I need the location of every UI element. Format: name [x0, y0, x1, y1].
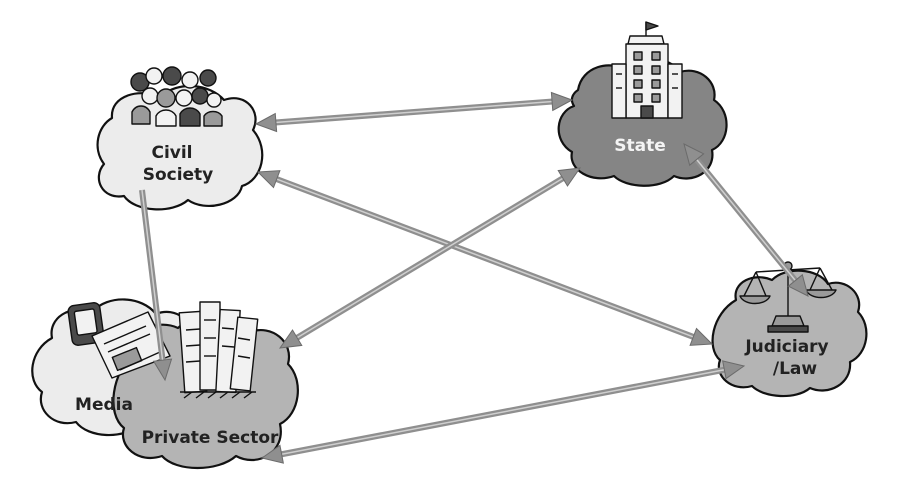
edge-civil-society-private-sector-highlight: [141, 189, 164, 365]
edge-state-judiciary-head-start: [683, 143, 705, 167]
judiciary-label-line1: Judiciary: [744, 337, 828, 357]
edge-judiciary-private-sector-head-start: [722, 360, 746, 380]
edge-state-private-sector-head-start: [557, 167, 582, 187]
edge-civil-society-state-highlight: [271, 100, 557, 124]
labels: Civil Society State Media Private Sector…: [75, 136, 829, 448]
edge-civil-society-judiciary-head-start: [256, 170, 281, 189]
edge-judiciary-private-sector-head-end: [260, 444, 284, 464]
judiciary-label-line2: /Law: [773, 359, 818, 379]
private-sector-label: Private Sector: [142, 428, 279, 448]
edge-civil-society-judiciary-head-end: [689, 327, 714, 346]
edge-state-judiciary-highlight: [693, 155, 799, 285]
newspaper-phone-icon: [67, 302, 171, 379]
edge-civil-society-judiciary-highlight: [272, 176, 698, 340]
media-label: Media: [75, 395, 133, 415]
edge-state-judiciary-head-end: [787, 273, 809, 297]
edge-judiciary-private-sector-highlight: [277, 368, 729, 456]
edge-civil-society-state-head-start: [254, 112, 278, 133]
office-towers-icon: [178, 301, 259, 399]
civil-society-label-line1: Civil: [151, 143, 192, 163]
people-crowd-icon: [130, 66, 223, 127]
edge-state-private-sector-head-end: [278, 329, 303, 349]
edge-civil-society-state-head-end: [550, 91, 574, 112]
edges: [139, 91, 809, 464]
civil-society-label-line2: Society: [143, 165, 214, 185]
edge-state-private-sector-highlight: [293, 175, 567, 341]
state-label: State: [614, 136, 666, 156]
scales-of-justice-icon: [739, 261, 837, 333]
government-building-icon: [611, 21, 683, 119]
edge-civil-society-private-sector-head-end: [152, 358, 173, 382]
